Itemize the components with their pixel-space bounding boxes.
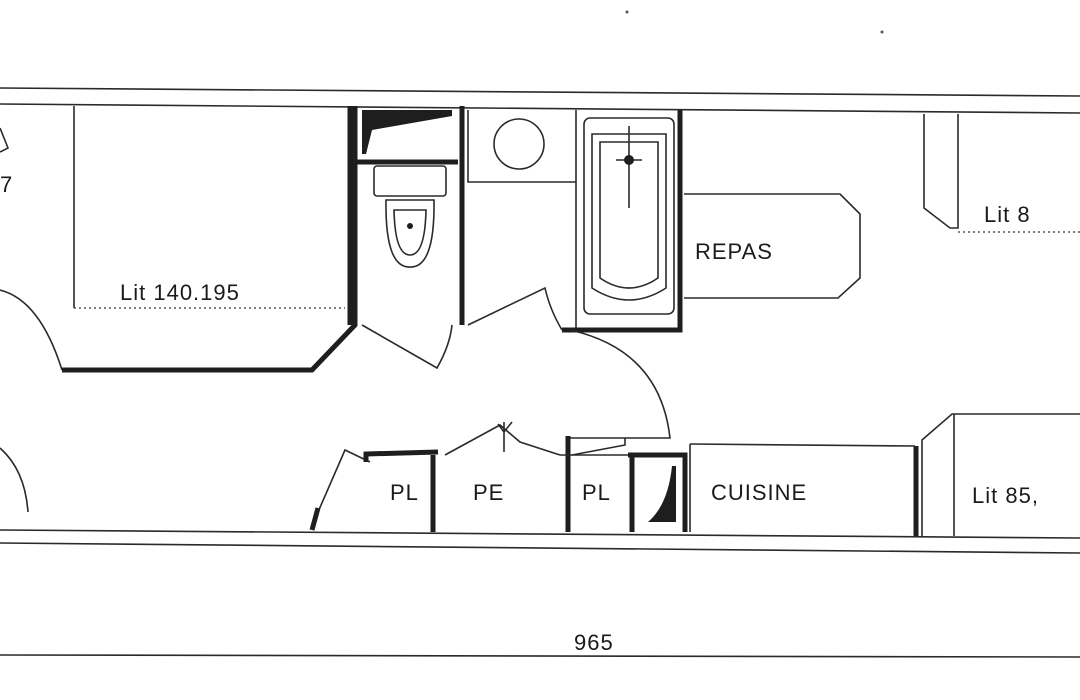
label-bed-bottom-right: Lit 85, bbox=[972, 483, 1039, 508]
washbasin bbox=[493, 118, 545, 170]
double-bed bbox=[62, 106, 358, 373]
toilet-bowl bbox=[385, 199, 435, 268]
label-closet-1: PL bbox=[390, 480, 419, 505]
closet-door-2 bbox=[571, 438, 626, 456]
left-partial-shape bbox=[0, 127, 10, 153]
bed-top-right bbox=[923, 114, 1080, 233]
label-bed-top-right: Lit 8 bbox=[984, 202, 1031, 227]
closets-row bbox=[309, 421, 688, 532]
bed-bottom-right bbox=[921, 413, 1080, 536]
bathroom bbox=[467, 110, 683, 333]
kitchen bbox=[689, 443, 919, 536]
toilet-tank bbox=[373, 165, 447, 197]
fridge-shape bbox=[648, 466, 676, 522]
wc-cabinet bbox=[362, 110, 452, 154]
outer-walls bbox=[0, 87, 1080, 658]
dimension-line bbox=[0, 654, 1080, 658]
bathtub bbox=[583, 117, 675, 315]
bottom-outer-wall bbox=[0, 542, 1080, 554]
closet-door-pe bbox=[444, 424, 561, 456]
closet-door-1 bbox=[317, 448, 371, 513]
label-total-length: 965 bbox=[574, 630, 614, 655]
label-left-fragment: 7 bbox=[0, 172, 13, 197]
bedroom-wall bbox=[62, 106, 358, 373]
left-door-arc-bottom bbox=[0, 447, 29, 513]
label-dining: REPAS bbox=[695, 239, 773, 264]
wc-door bbox=[361, 324, 453, 370]
bottom-inner-wall bbox=[0, 529, 1080, 539]
label-bed-double: Lit 140.195 bbox=[120, 280, 240, 305]
label-closet-2: PL bbox=[582, 480, 611, 505]
scan-speck bbox=[880, 30, 884, 34]
bathroom-door bbox=[467, 286, 563, 331]
left-edge bbox=[0, 127, 63, 513]
label-kitchen: CUISINE bbox=[711, 480, 807, 505]
hall-door bbox=[569, 329, 671, 439]
top-outer-wall bbox=[0, 87, 1080, 97]
dining-table bbox=[684, 193, 861, 299]
left-door-arc-top bbox=[0, 289, 63, 371]
top-inner-wall bbox=[0, 103, 1080, 114]
scan-speck bbox=[625, 10, 629, 14]
label-closet-pe: PE bbox=[473, 480, 504, 505]
wc-room bbox=[347, 106, 465, 370]
